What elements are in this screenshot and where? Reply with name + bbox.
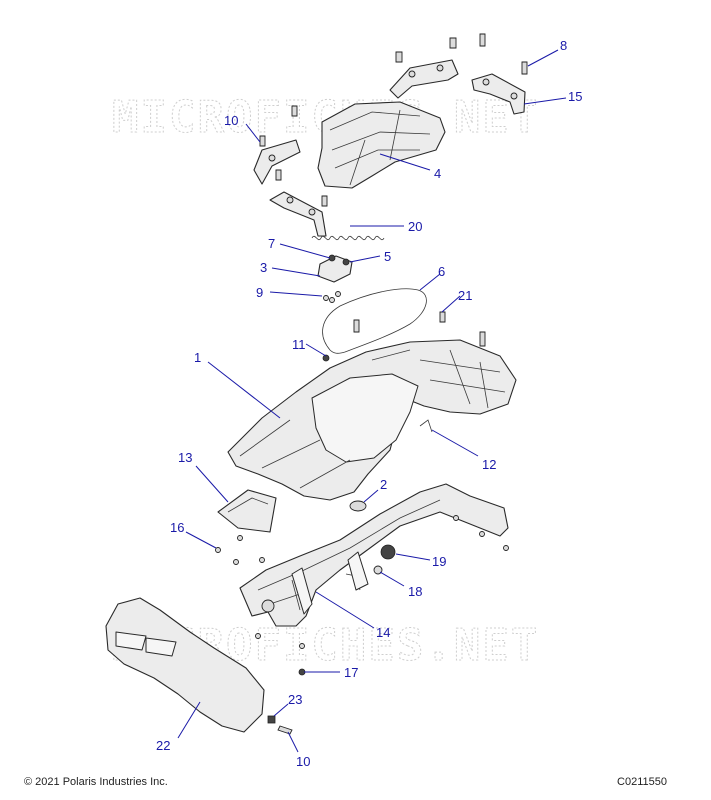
- drawing-code: C0211550: [617, 776, 667, 788]
- callout-10-bottom: 10: [296, 754, 310, 769]
- part-12-clip: [419, 419, 433, 433]
- part-1-rear-fender: [227, 339, 517, 501]
- callout-21: 21: [458, 288, 472, 303]
- callout-3: 3: [260, 260, 267, 275]
- callout-16: 16: [170, 520, 184, 535]
- callout-6: 6: [438, 264, 445, 279]
- part-20-spring: [311, 235, 385, 241]
- callout-8: 8: [560, 38, 567, 53]
- bolts-mid: [322, 311, 486, 362]
- bracket-left-lower: [269, 191, 327, 237]
- bolts-top: [259, 33, 528, 207]
- part-4-rear-rack: [317, 101, 446, 189]
- callout-19: 19: [432, 554, 446, 569]
- callout-7: 7: [268, 236, 275, 251]
- part-16-hardware: [215, 535, 265, 565]
- callout-20: 20: [408, 219, 422, 234]
- callout-18: 18: [408, 584, 422, 599]
- bracket-top: [389, 59, 459, 99]
- callout-2: 2: [380, 477, 387, 492]
- callout-4: 4: [434, 166, 441, 181]
- leader-lines: [177, 49, 567, 753]
- callout-13: 13: [178, 450, 192, 465]
- callout-22: 22: [156, 738, 170, 753]
- part-10-bolt-bottom: [277, 725, 293, 735]
- callout-5: 5: [384, 249, 391, 264]
- callout-10-top: 10: [224, 113, 238, 128]
- callout-9: 9: [256, 285, 263, 300]
- callout-labels: 8 15 10 4 20 7 5 3 6 9 21 11 1 12 13 2 1…: [156, 38, 582, 769]
- part-5-latch: [317, 254, 353, 283]
- part-22-shield: [105, 597, 265, 733]
- part-13-plate: [217, 489, 277, 533]
- part-9-hardware: [323, 291, 341, 303]
- callout-1: 1: [194, 350, 201, 365]
- bracket-left-upper: [253, 139, 301, 185]
- part-2-grommet: [349, 500, 367, 512]
- part-6-seal: [322, 288, 427, 354]
- callout-23: 23: [288, 692, 302, 707]
- copyright-text: © 2021 Polaris Industries Inc.: [24, 776, 168, 788]
- part-19-bumper: [380, 544, 396, 560]
- part-23-nut: [267, 715, 276, 724]
- callout-15: 15: [568, 89, 582, 104]
- part-15-bracket-right: [471, 73, 526, 115]
- callout-17: 17: [344, 665, 358, 680]
- callout-11: 11: [292, 337, 306, 352]
- callout-12: 12: [482, 457, 496, 472]
- part-14-frame: [239, 483, 509, 627]
- callout-14: 14: [376, 625, 390, 640]
- frame-hardware: [255, 515, 509, 649]
